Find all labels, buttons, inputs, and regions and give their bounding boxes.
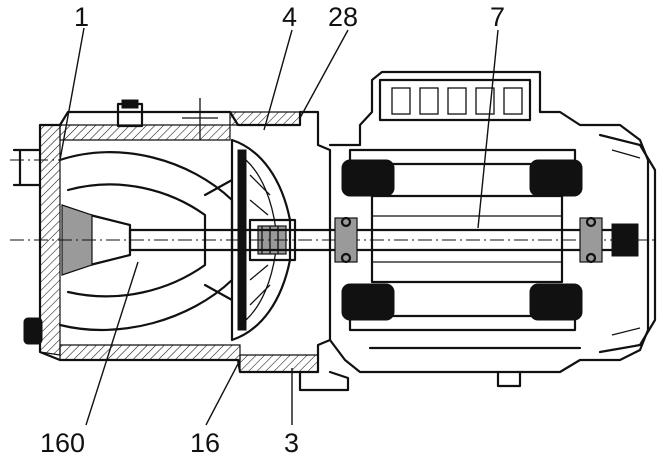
callout-160: 160 — [40, 428, 85, 458]
callout-28: 28 — [328, 2, 358, 32]
leader-16 — [205, 359, 241, 426]
rotor — [370, 194, 564, 284]
bearings — [334, 216, 639, 264]
leader-1 — [59, 27, 85, 161]
ejector-diffuser — [58, 151, 234, 332]
stator-windings — [341, 148, 583, 332]
leader-4 — [263, 29, 293, 131]
leader-28 — [299, 29, 349, 119]
callout-7: 7 — [490, 2, 505, 32]
callout-3: 3 — [284, 428, 299, 458]
pump-casing — [12, 98, 350, 392]
callout-labels: 1 4 28 7 160 16 3 — [40, 2, 505, 458]
callout-16: 16 — [190, 428, 220, 458]
callout-leaders — [59, 27, 499, 426]
callout-1: 1 — [74, 2, 89, 32]
callout-4: 4 — [282, 2, 297, 32]
leader-160 — [85, 261, 139, 426]
leader-7 — [477, 29, 499, 229]
motor-housing — [328, 70, 657, 388]
